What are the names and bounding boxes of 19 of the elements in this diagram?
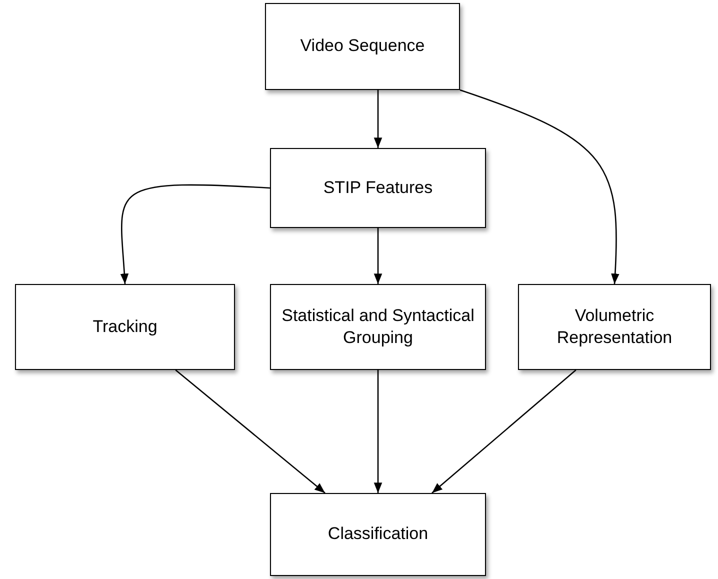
process-box <box>518 284 711 370</box>
arrow <box>374 370 382 493</box>
arrow <box>374 90 382 148</box>
arrow <box>374 228 382 284</box>
box-label: STIP Features <box>322 176 434 199</box>
process-box <box>265 3 460 90</box>
arrow <box>175 370 326 494</box>
box-label: Volumetric Representation <box>556 304 674 349</box>
box-label: Video Sequence <box>299 35 426 58</box>
box-label: Statistical and Syntactical Grouping <box>280 304 476 349</box>
arrow <box>460 89 620 284</box>
box-label: Classification <box>326 523 430 546</box>
box-label: Tracking <box>92 316 158 338</box>
process-box <box>270 284 486 370</box>
arrow <box>432 370 576 494</box>
process-box <box>270 148 486 228</box>
process-box <box>15 284 235 370</box>
process-box <box>270 493 486 576</box>
arrow <box>120 184 270 284</box>
